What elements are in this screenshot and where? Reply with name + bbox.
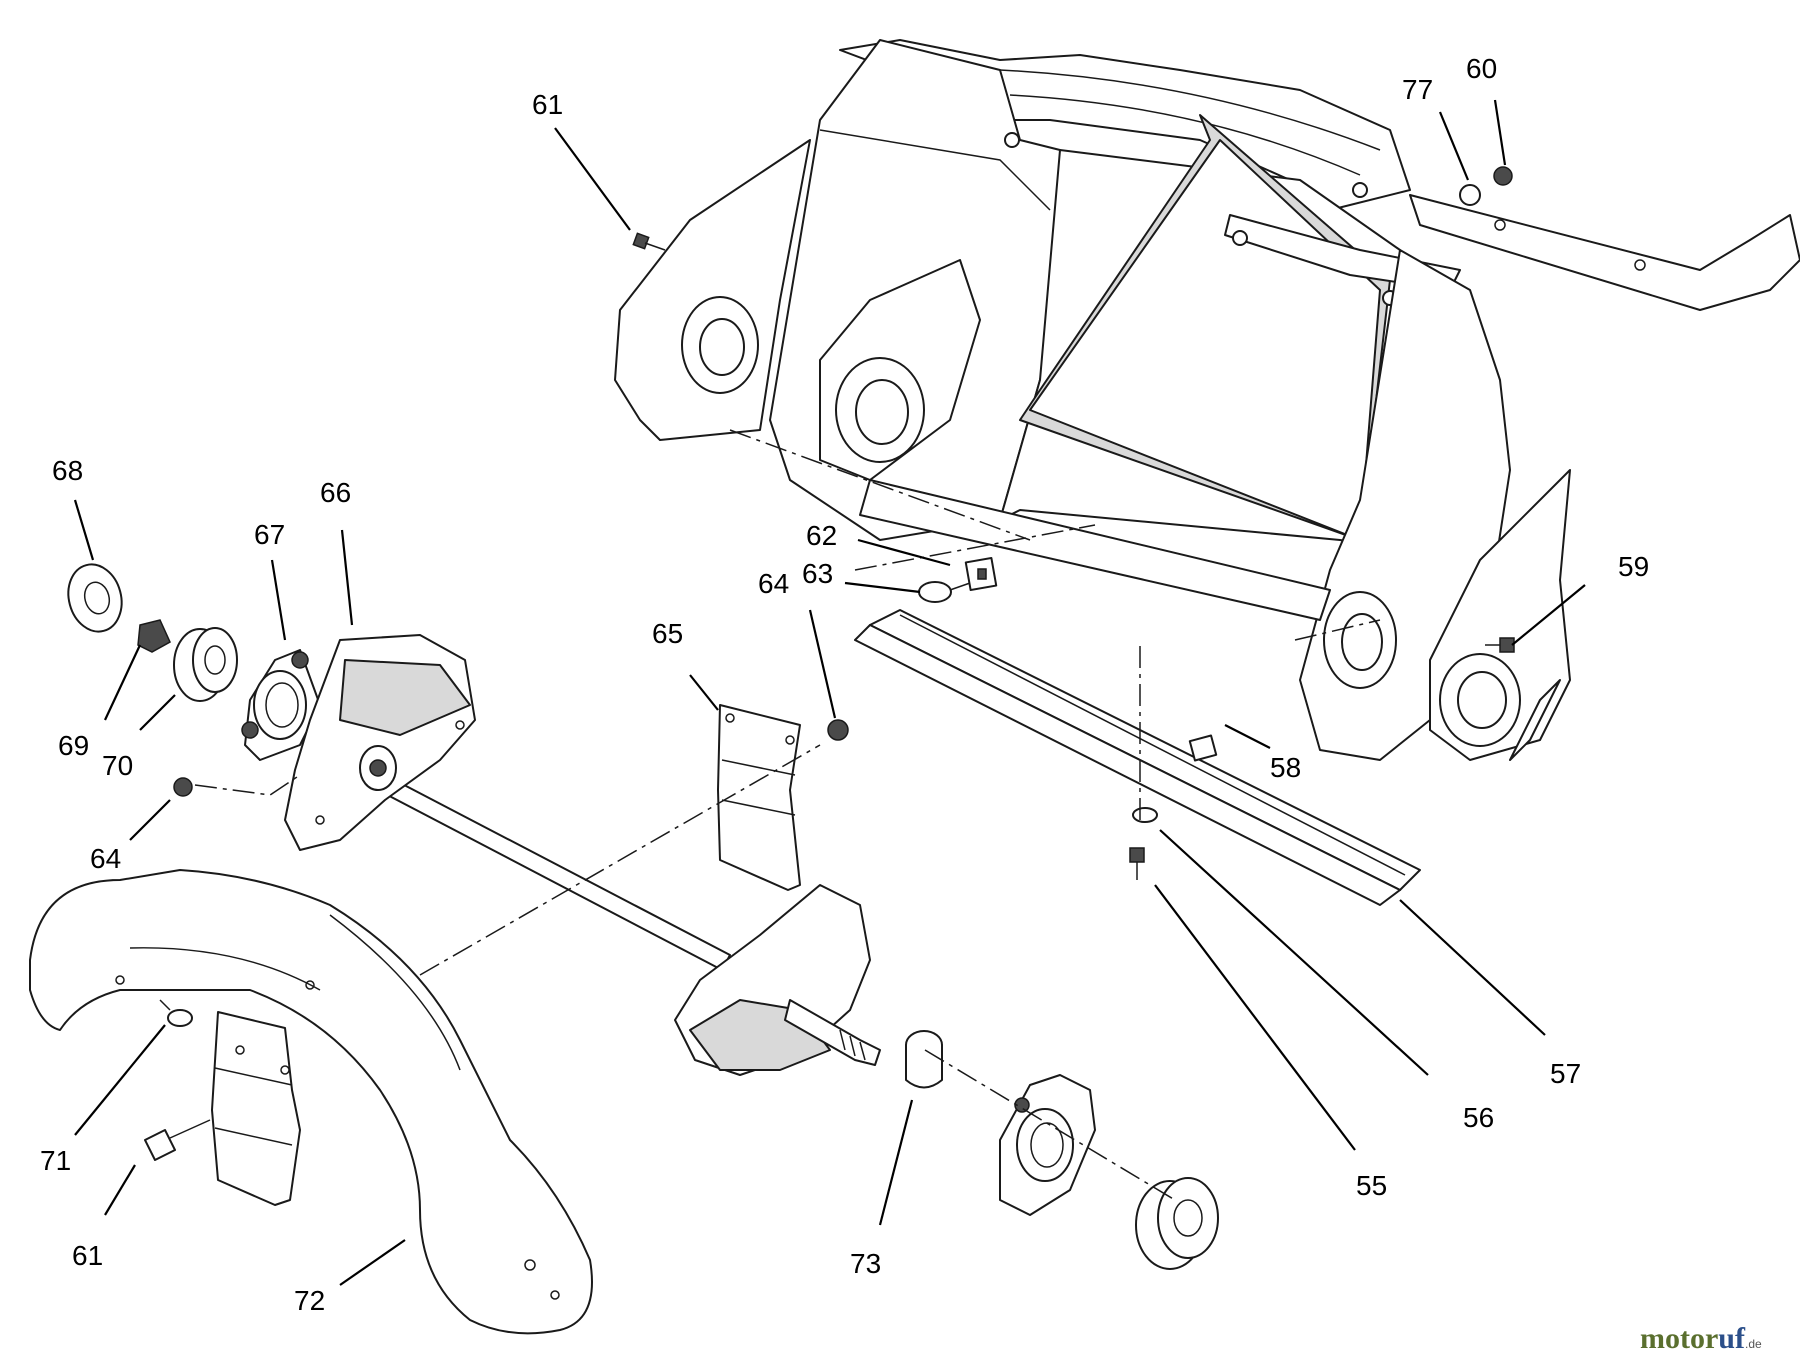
callout-55: 55 xyxy=(1356,1170,1387,1201)
logo-brand-part-a: motor xyxy=(1640,1322,1718,1355)
callout-66: 66 xyxy=(320,477,351,508)
hardware xyxy=(144,166,1515,1161)
auger-assembly xyxy=(284,634,1219,1270)
callout-56: 56 xyxy=(1463,1102,1494,1133)
callout-71: 71 xyxy=(40,1145,71,1176)
callout-57: 57 xyxy=(1550,1058,1581,1089)
callout-68: 68 xyxy=(52,455,83,486)
callout-64-bottom: 64 xyxy=(90,843,121,874)
motoruf-logo: motoruf.de xyxy=(1640,1322,1762,1355)
auger-flight xyxy=(29,869,593,1335)
callout-60: 60 xyxy=(1466,53,1497,84)
callout-73: 73 xyxy=(850,1248,881,1279)
callout-64-top: 64 xyxy=(758,568,789,599)
callout-77: 77 xyxy=(1402,74,1433,105)
logo-brand-part-b: uf xyxy=(1718,1322,1746,1355)
svg-text:motoruf.de: motoruf.de xyxy=(1640,1322,1762,1355)
skid-bracket xyxy=(1409,194,1800,311)
auger-housing xyxy=(614,39,1571,761)
callout-65: 65 xyxy=(652,618,683,649)
left-bearing-stack xyxy=(67,563,321,761)
callout-59: 59 xyxy=(1618,551,1649,582)
callout-58: 58 xyxy=(1270,752,1301,783)
callout-numbers: 61 60 77 68 66 67 62 63 64 59 65 69 70 5… xyxy=(40,53,1649,1316)
callout-69: 69 xyxy=(58,730,89,761)
callout-61-bottom: 61 xyxy=(72,1240,103,1271)
leader-lines xyxy=(73,99,1586,1286)
logo-tld: .de xyxy=(1745,1337,1762,1351)
scraper-bar xyxy=(854,609,1421,906)
callout-63: 63 xyxy=(802,558,833,589)
callout-61-top: 61 xyxy=(532,89,563,120)
callout-67: 67 xyxy=(254,519,285,550)
callout-70: 70 xyxy=(102,750,133,781)
callout-62: 62 xyxy=(806,520,837,551)
callout-72: 72 xyxy=(294,1285,325,1316)
assembly-axes xyxy=(194,429,1381,1201)
